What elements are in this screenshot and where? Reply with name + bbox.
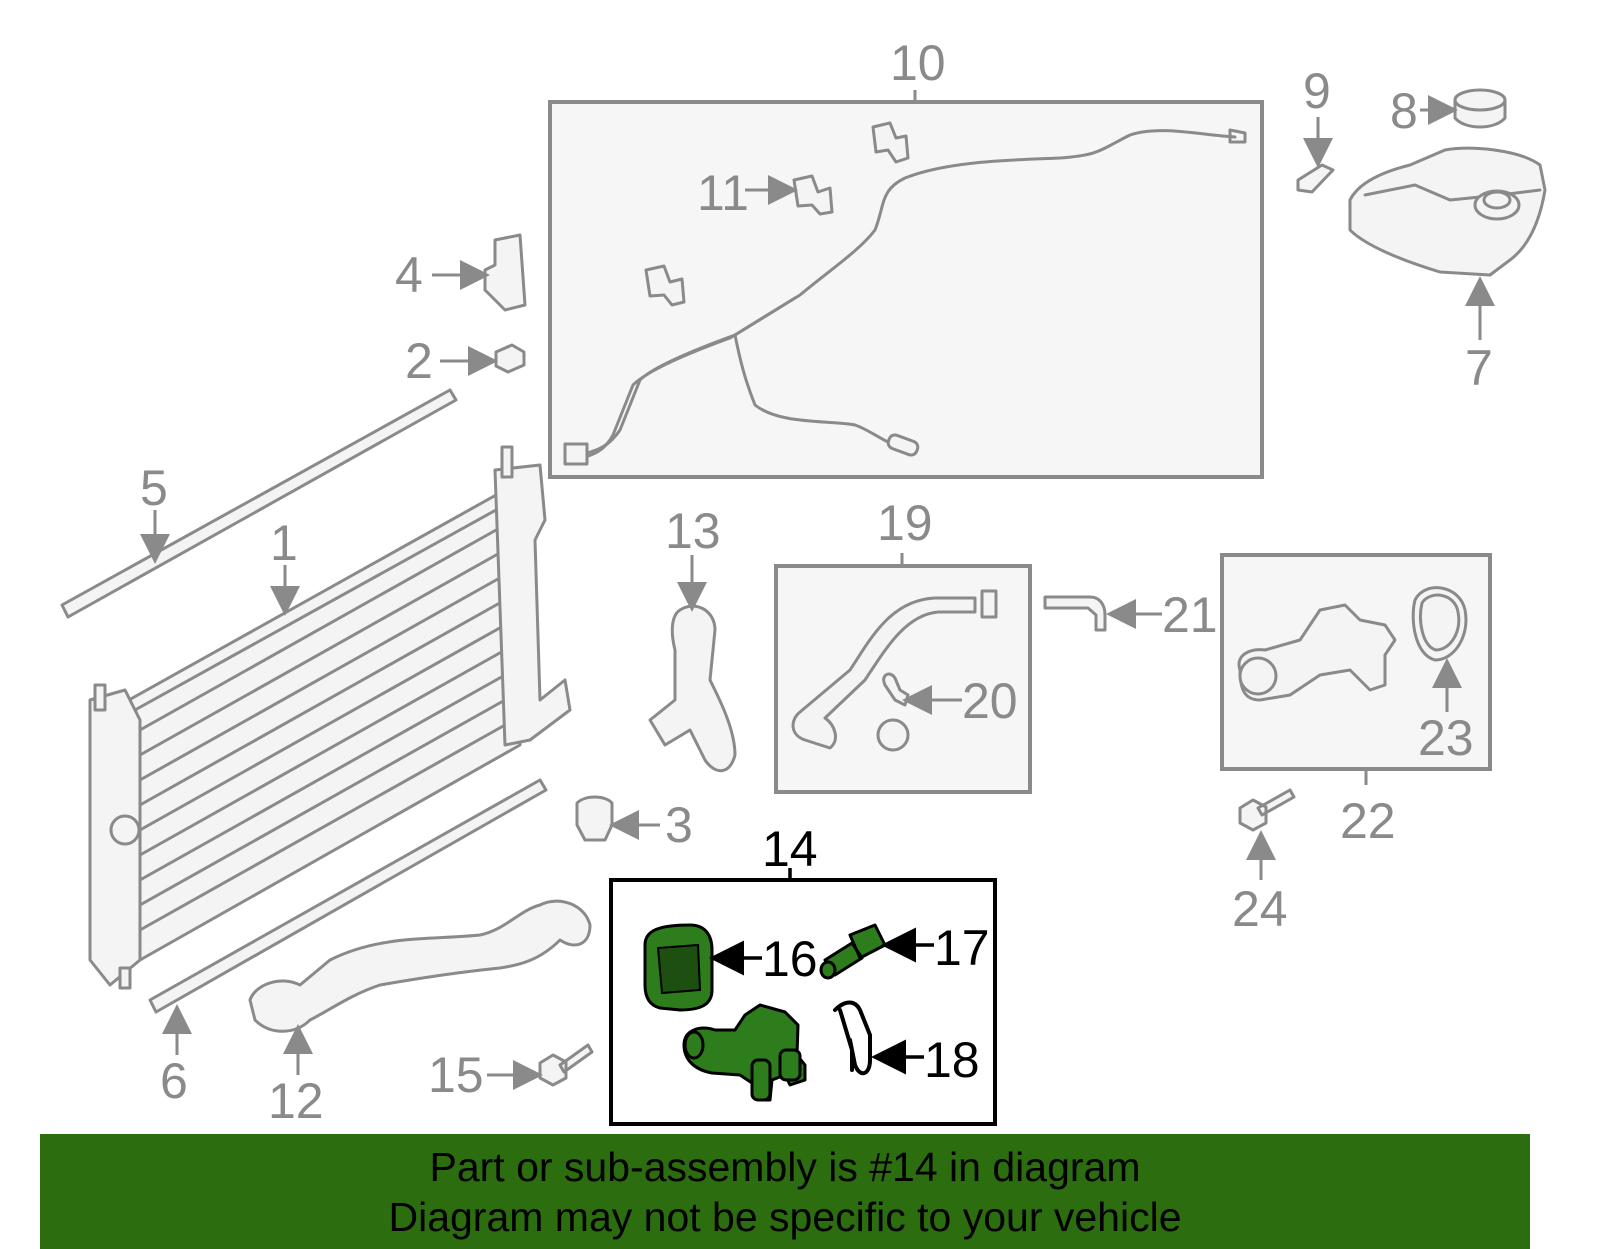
bracket-part-4 [483, 233, 527, 312]
callout-22: 22 [1340, 793, 1396, 849]
lower-hose-part-12 [248, 899, 592, 1033]
hose-part-13 [648, 604, 737, 773]
callout-15: 15 [428, 1047, 484, 1103]
clip-part-18 [833, 1000, 872, 1076]
callout-16: 16 [762, 931, 818, 987]
banner-line-1: Part or sub-assembly is #14 in diagram [429, 1143, 1141, 1190]
callout-3: 3 [665, 797, 693, 853]
callout-21: 21 [1162, 587, 1218, 643]
banner-line-2: Diagram may not be specific to your vehi… [388, 1193, 1182, 1240]
callout-2: 2 [405, 333, 433, 389]
callout-1: 1 [270, 515, 298, 571]
callout-13: 13 [665, 503, 721, 559]
callout-6: 6 [160, 1053, 188, 1109]
callout-17: 17 [934, 920, 990, 976]
callout-9: 9 [1303, 63, 1331, 119]
callout-12: 12 [268, 1073, 324, 1129]
callout-11: 11 [697, 165, 749, 221]
callout-7: 7 [1465, 340, 1493, 396]
hose-part-19 [791, 596, 977, 750]
callout-19: 19 [877, 495, 933, 551]
group-box-14-highlighted [609, 878, 997, 1126]
callout-5: 5 [140, 460, 168, 516]
info-banner: Part or sub-assembly is #14 in diagram D… [40, 1134, 1530, 1249]
seal-strip-part-6 [148, 778, 548, 1014]
thermostat-part-14 [682, 1003, 807, 1102]
thermostat-housing-part-22 [1237, 603, 1397, 702]
callout-14: 14 [762, 821, 818, 877]
clip-part-11 [792, 174, 834, 216]
coolant-reservoir-part-7 [1348, 146, 1547, 277]
callout-24: 24 [1232, 881, 1288, 937]
callout-10: 10 [890, 35, 946, 91]
callout-23: 23 [1418, 710, 1474, 766]
nut-part-2 [494, 343, 526, 374]
callout-20: 20 [962, 673, 1018, 729]
callout-4: 4 [395, 247, 423, 303]
cap-part-3 [575, 795, 614, 842]
bolt-part-15 [538, 1043, 594, 1087]
pad-part-9 [1296, 163, 1335, 194]
callout-18: 18 [924, 1032, 980, 1088]
bolt-part-24 [1238, 788, 1296, 832]
connector-part-21 [1043, 595, 1107, 632]
callout-8: 8 [1390, 83, 1418, 139]
radiator-part-1 [88, 445, 572, 990]
